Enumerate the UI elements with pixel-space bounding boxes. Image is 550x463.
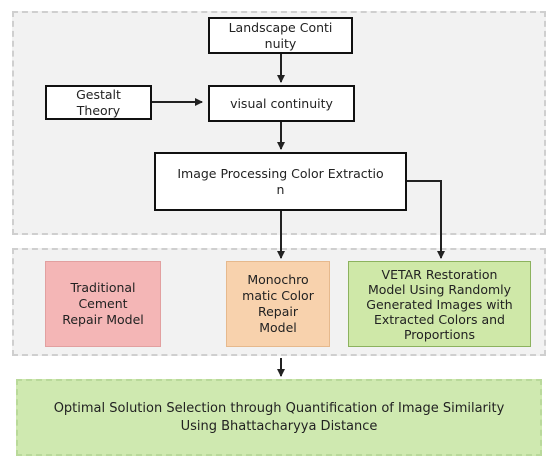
- gestalt-theory-node: Gestalt Theory: [45, 85, 152, 120]
- vetar-node: VETAR Restoration Model Using Randomly G…: [348, 261, 531, 347]
- landscape-continuity-node: Landscape Conti nuity: [208, 17, 353, 54]
- monochromatic-node: Monochro matic Color Repair Model: [226, 261, 330, 347]
- visual-continuity-node: visual continuity: [208, 85, 355, 122]
- traditional-cement-node: Traditional Cement Repair Model: [45, 261, 161, 347]
- image-processing-node: Image Processing Color Extractio n: [154, 152, 407, 211]
- optimal-solution-node: Optimal Solution Selection through Quant…: [16, 379, 542, 456]
